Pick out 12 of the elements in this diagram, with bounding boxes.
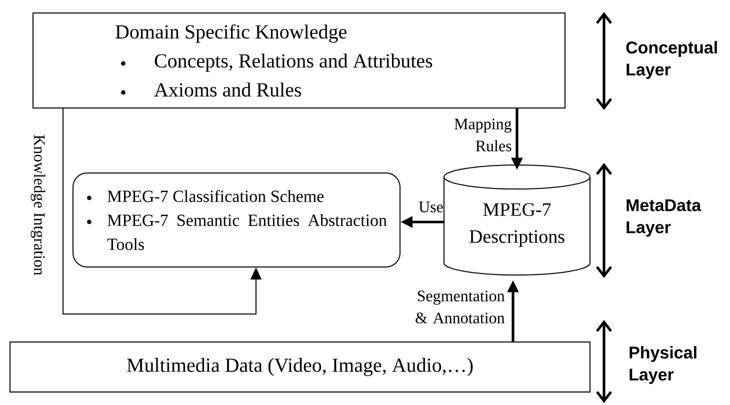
layer-label: MetaData Layer: [626, 199, 702, 237]
layer-box: Multimedia Data (Video, Image, Audio,…): [10, 342, 590, 392]
layer-label: Conceptual Layer: [626, 41, 717, 79]
edge-label: Mapping Rules: [454, 118, 512, 152]
edge-label: Segmentation & Annotation: [416, 290, 505, 324]
edge-label: Use: [418, 202, 443, 212]
rounded-box: MPEG-7 Classification Scheme MPEG-7 Semantic Entities Abstraction Tools: [72, 172, 400, 268]
node-label: MPEG-7 Descriptions: [470, 203, 564, 247]
layer-box: Domain Specific Knowledge Concepts, Relations and Attributes Axioms and Rules: [32, 12, 566, 108]
edge-label: Knowledge Intgration: [30, 135, 46, 276]
layer-label: Physical Layer: [630, 346, 696, 384]
database-cylinder: MPEG-7 Descriptions: [444, 164, 590, 276]
